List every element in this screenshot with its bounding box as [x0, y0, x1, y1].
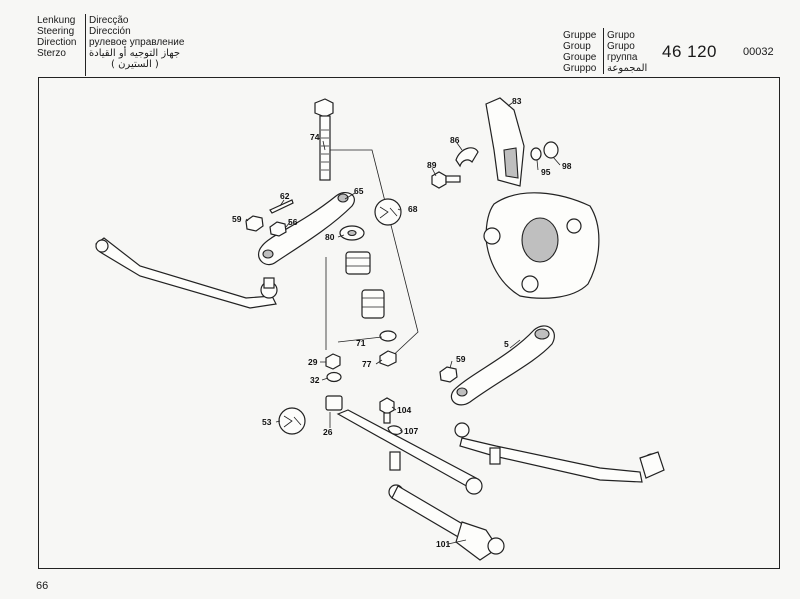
- callout-83: 83: [512, 96, 522, 106]
- title-fr: Direction: [37, 37, 77, 48]
- callout-5: 5: [504, 339, 509, 349]
- group-label-de: Gruppe: [563, 30, 597, 41]
- callout-59-upper: 59: [232, 214, 242, 224]
- callout-71: 71: [356, 338, 366, 348]
- title-ar-2: ( الستيرن ): [111, 59, 159, 70]
- callout-32: 32: [310, 375, 320, 385]
- washer-80: [339, 225, 365, 241]
- callout-62: 62: [280, 191, 290, 201]
- steering-damper-101: [388, 484, 505, 561]
- bolt-74: [314, 98, 334, 181]
- title-languages-right: Direcção Dirección рулевое управление جه…: [89, 15, 184, 70]
- bushing-lower: [361, 289, 385, 319]
- callout-89: 89: [427, 160, 437, 170]
- washer-32: [326, 371, 342, 383]
- page-number: 66: [36, 580, 49, 592]
- title-es: Dirección: [89, 26, 131, 37]
- ring-95: [530, 147, 542, 161]
- group-label-ar: المجموعة: [607, 63, 648, 74]
- diagram-frame: [38, 77, 780, 569]
- nut-59-upper: [245, 215, 264, 232]
- drag-link-26: [325, 395, 483, 495]
- cotter-pin-62: [269, 199, 294, 214]
- callout-29: 29: [308, 357, 318, 367]
- callout-74: 74: [310, 132, 320, 142]
- group-number: 46 120: [662, 42, 717, 61]
- group-label-ru: группа: [607, 52, 638, 63]
- callout-104: 104: [397, 405, 411, 415]
- group-label-it: Gruppo: [563, 63, 597, 74]
- group-label-en: Group: [563, 41, 591, 52]
- bushing-upper: [345, 251, 371, 275]
- callout-68: 68: [408, 204, 418, 214]
- group-separator: [603, 28, 604, 74]
- leader-lines: [245, 102, 561, 545]
- callout-80: 80: [325, 232, 335, 242]
- title-ar: جهاز التوجيه أو القيادة: [89, 48, 181, 59]
- callout-65: 65: [354, 186, 364, 196]
- group-labels-right: Grupo Grupo группа المجموعة: [607, 30, 647, 74]
- callout-86: 86: [450, 135, 460, 145]
- callout-95: 95: [541, 167, 551, 177]
- arm-65: [257, 192, 355, 266]
- leader-line-74: [330, 149, 419, 363]
- bolt-89: [431, 171, 461, 189]
- group-label-fr: Groupe: [563, 52, 597, 63]
- washer-71: [379, 330, 397, 342]
- cover-plate-83: [485, 97, 525, 187]
- nut-29: [325, 353, 341, 370]
- nut-59-lower: [439, 366, 458, 383]
- title-pt: Direcção: [89, 15, 129, 26]
- wrench-symbol-53: [278, 407, 306, 435]
- callout-26: 26: [323, 427, 333, 437]
- pitman-arm-5: [450, 325, 555, 406]
- title-en: Steering: [37, 26, 75, 37]
- group-labels-left: Gruppe Group Groupe Gruppo: [563, 30, 596, 74]
- steering-gearbox: [483, 192, 600, 299]
- wrench-symbol-68: [374, 198, 402, 226]
- group-label-es: Grupo: [607, 41, 635, 52]
- title-separator: [85, 14, 86, 76]
- tie-rod-left: [95, 237, 278, 309]
- callout-56: 56: [288, 217, 298, 227]
- callout-107: 107: [404, 426, 418, 436]
- callout-77: 77: [362, 359, 372, 369]
- callout-53: 53: [262, 417, 272, 427]
- group-label-pt: Grupo: [607, 30, 635, 41]
- drawing-number: 00032: [743, 46, 774, 58]
- title-de: Lenkung: [37, 15, 76, 26]
- nut-56: [269, 221, 287, 237]
- bracket-86: [455, 147, 479, 168]
- bolt-104: [379, 397, 395, 424]
- callout-101: 101: [436, 539, 450, 549]
- tie-rod-right: [454, 422, 665, 483]
- callout-98: 98: [562, 161, 572, 171]
- title-ru: рулевое управление: [89, 37, 185, 48]
- title-languages-left: Lenkung Steering Direction Sterzo: [37, 15, 76, 59]
- ring-98: [543, 141, 559, 159]
- callout-59-lower: 59: [456, 354, 466, 364]
- title-it: Sterzo: [37, 48, 66, 59]
- nut-77: [379, 350, 397, 367]
